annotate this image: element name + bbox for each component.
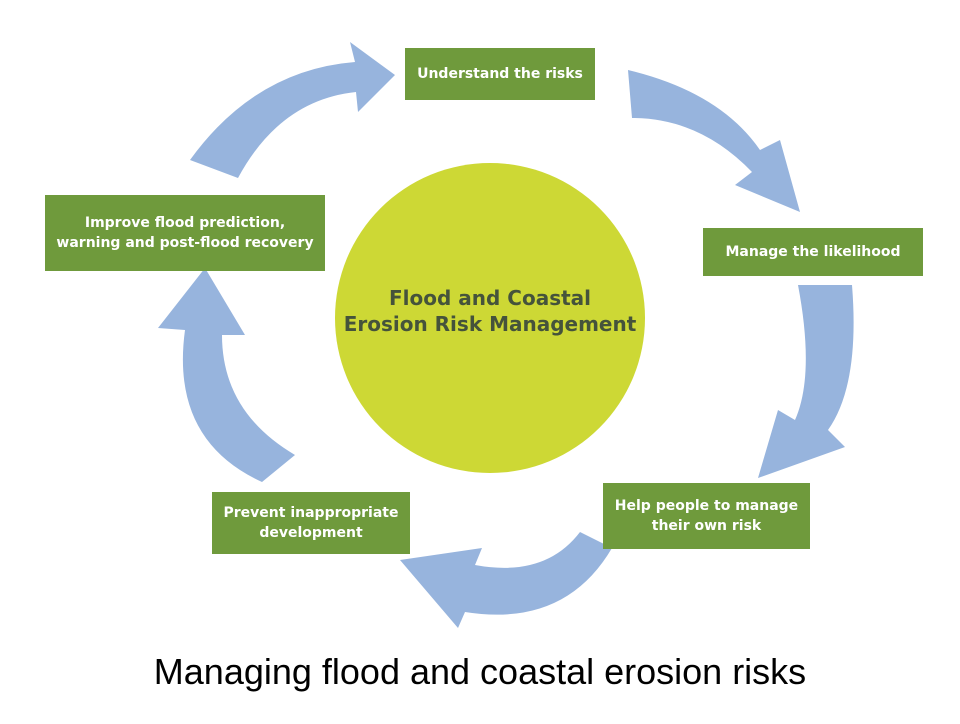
- center-label: Flood and Coastal Erosion Risk Managemen…: [330, 285, 650, 337]
- arrow-understand-to-likelihood: [628, 70, 800, 212]
- step-label: Improve flood prediction, warning and po…: [56, 215, 314, 251]
- step-label: Understand the risks: [417, 66, 583, 82]
- center-label-line1: Flood and Coastal: [388, 286, 592, 310]
- step-improve-prediction: Improve flood prediction, warning and po…: [45, 195, 325, 271]
- slide-caption: Managing flood and coastal erosion risks: [153, 651, 807, 692]
- center-circle: [335, 163, 645, 473]
- step-label: Help people to manage their own risk: [614, 498, 799, 534]
- arrow-help-to-prevent: [400, 532, 612, 628]
- step-help-people: Help people to manage their own risk: [603, 483, 810, 549]
- center-label-line2: Erosion Risk Management: [343, 312, 637, 336]
- step-understand-risks: Understand the risks: [405, 48, 595, 100]
- arrow-likelihood-to-help: [758, 285, 854, 478]
- arrow-prevent-to-improve: [158, 268, 295, 482]
- arrow-improve-to-understand: [190, 42, 395, 178]
- step-label: Manage the likelihood: [725, 244, 901, 260]
- step-manage-likelihood: Manage the likelihood: [703, 228, 923, 276]
- step-prevent-development: Prevent inappropriate development: [212, 492, 410, 554]
- step-label: Prevent inappropriate development: [223, 505, 399, 541]
